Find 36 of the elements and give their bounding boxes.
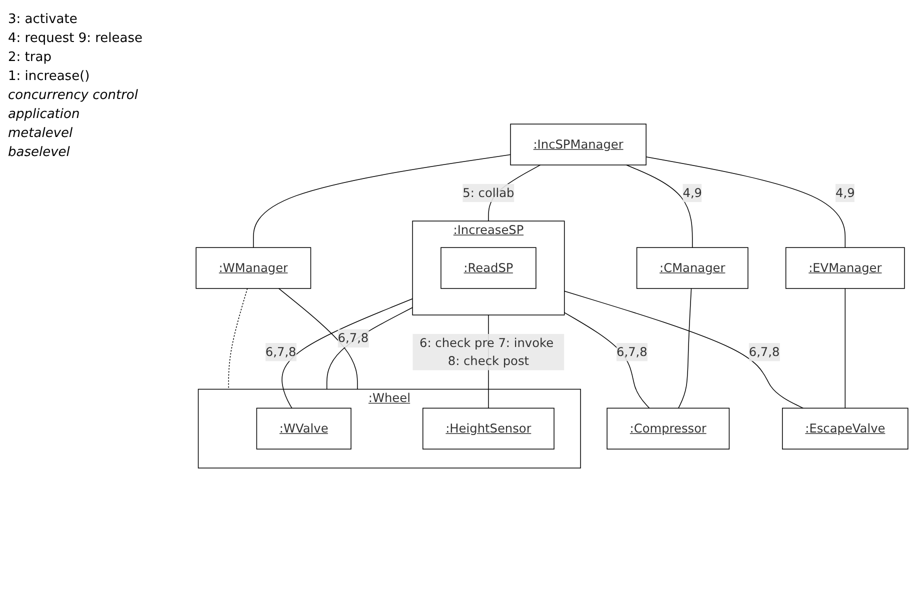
edge-label: 6,7,8 <box>265 344 296 360</box>
connector <box>678 288 692 409</box>
connector <box>564 312 650 409</box>
connector <box>282 298 413 409</box>
layer-label: application <box>8 107 81 122</box>
edge-label: 4,9 <box>836 186 855 200</box>
connector <box>278 288 358 390</box>
edge-label: 6,7,8 <box>748 344 780 360</box>
node-box: :IncSPManager <box>510 124 646 166</box>
connector <box>228 288 248 390</box>
node-box: :CManager <box>636 248 748 290</box>
connector <box>564 291 804 409</box>
node-box: :Compressor <box>606 408 730 450</box>
connector <box>326 308 413 390</box>
message-label: 1: increase() <box>8 69 91 84</box>
edge-label: 4,9 <box>682 186 702 200</box>
edge-label: 6,7,8 <box>616 344 648 360</box>
connector <box>253 154 511 248</box>
message-label: 4: request 9: release <box>8 31 144 46</box>
message-label: 2: trap <box>8 50 52 65</box>
layer-label: baselevel <box>8 145 71 160</box>
node-box: :HeightSensor <box>422 408 554 450</box>
node-box: :EVManager <box>785 248 905 290</box>
node-box: :WValve <box>256 408 352 450</box>
connector <box>844 288 846 409</box>
connector <box>626 165 693 248</box>
layer-label: metalevel <box>8 126 74 141</box>
edge-label: 6,7,8 <box>338 331 369 346</box>
edge-label: 5: collab <box>462 186 514 200</box>
node-box: :ReadSP <box>440 248 536 290</box>
edge-label: 6: check pre 7: invoke 8: check post <box>420 336 554 368</box>
message-label: 3: activate <box>8 12 78 27</box>
layer-label: concurrency control <box>8 88 139 103</box>
connector <box>646 156 846 248</box>
node-box: :WManager <box>196 248 312 290</box>
node-box: :EscapeValve <box>782 408 908 450</box>
